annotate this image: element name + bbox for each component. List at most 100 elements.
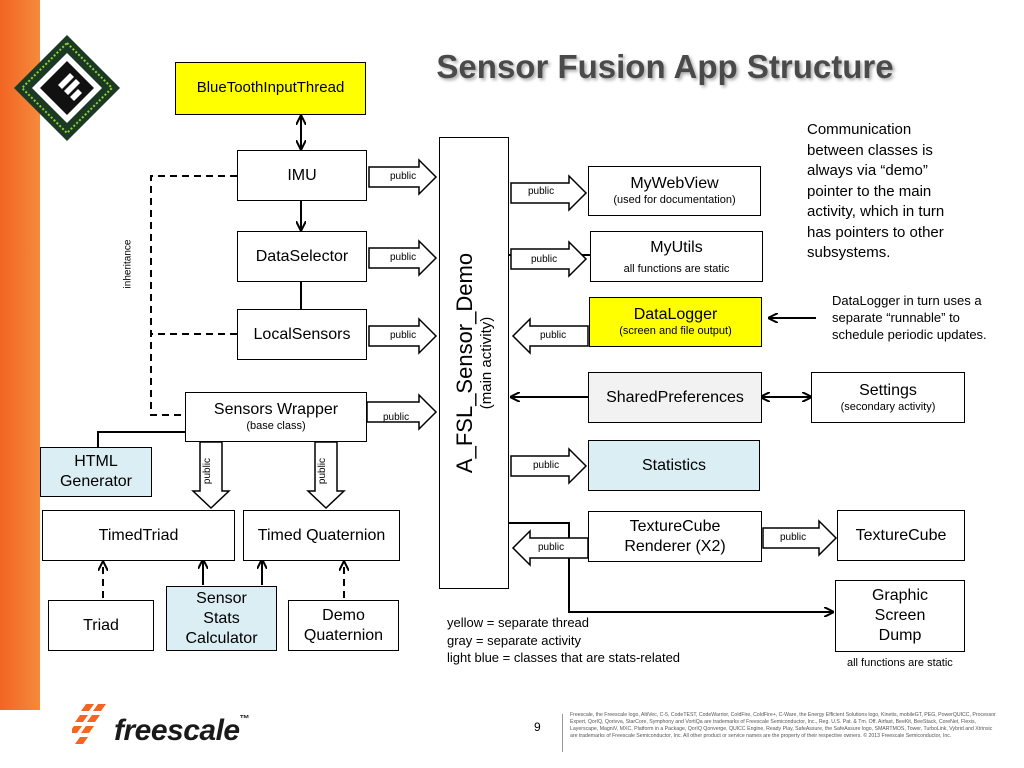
htmlgen-wrapper-line bbox=[97, 431, 186, 447]
brand-text: freescale bbox=[114, 714, 240, 747]
html-generator-line1: HTML bbox=[74, 453, 118, 470]
sensors-wrapper-sub: (base class) bbox=[246, 420, 306, 433]
myutils-public-arrow bbox=[510, 240, 588, 278]
public-label-wrapper: public bbox=[383, 412, 410, 423]
graphic-dump-static-note: all functions are static bbox=[847, 657, 953, 669]
dl-line: DataLogger in turn uses a bbox=[832, 293, 982, 308]
mywebview-box: MyWebView (used for documentation) bbox=[588, 166, 761, 216]
html-generator-box: HTML Generator bbox=[40, 447, 152, 497]
page-number: 9 bbox=[534, 720, 541, 734]
statistics-public-arrow bbox=[510, 447, 588, 485]
myutils-box: MyUtils all functions are static bbox=[590, 231, 763, 282]
freescale-dots-logo bbox=[72, 704, 106, 744]
comm-line: subsystems. bbox=[807, 244, 891, 261]
public-label-timedquat: public bbox=[317, 457, 329, 485]
public-label-myutils: public bbox=[531, 254, 558, 265]
sharedpreferences-label: SharedPreferences bbox=[606, 388, 744, 406]
public-label-imu: public bbox=[390, 171, 417, 182]
comm-line: activity, which in turn bbox=[807, 203, 945, 220]
dl-line: separate “runnable” to bbox=[832, 310, 960, 325]
graphic-dump-line1: Graphic bbox=[871, 587, 929, 604]
freescale-chip-logo bbox=[14, 35, 120, 141]
demo-quaternion-box: Demo Quaternion bbox=[288, 600, 399, 651]
orange-side-band bbox=[0, 0, 40, 710]
communication-note: Communication between classes is always … bbox=[807, 120, 944, 264]
sharedpreferences-box: SharedPreferences bbox=[588, 372, 762, 423]
dataselector-label: DataSelector bbox=[255, 247, 349, 265]
inheritance-imu bbox=[150, 175, 237, 416]
datalogger-box: DataLogger (screen and file output) bbox=[589, 297, 762, 347]
public-interface-arrows bbox=[191, 158, 838, 567]
localsensors-public-arrow bbox=[368, 317, 438, 355]
wrapper-public-arrow bbox=[366, 393, 438, 431]
renderer-line1: TextureCube bbox=[629, 517, 721, 535]
graphic-dump-line3: Dump bbox=[878, 627, 922, 644]
myutils-label: MyUtils bbox=[650, 239, 703, 256]
sensors-wrapper-box: Sensors Wrapper (base class) bbox=[185, 392, 367, 442]
timed-quaternion-label: Timed Quaternion bbox=[257, 526, 386, 544]
legend-yellow: yellow = separate thread bbox=[447, 615, 590, 630]
slide-title: Sensor Fusion App Structure bbox=[436, 48, 894, 85]
timedtriad-box: TimedTriad bbox=[42, 510, 235, 561]
bluetooth-input-thread-box: BlueToothInputThread bbox=[175, 62, 366, 115]
legal-text: Freescale, the Freescale logo, AltiVec, … bbox=[570, 712, 996, 739]
graphic-dump-line2: Screen bbox=[874, 607, 926, 624]
settings-sub: (secondary activity) bbox=[840, 400, 936, 413]
legend-gray: gray = separate activity bbox=[447, 632, 582, 648]
datalogger-note: DataLogger in turn uses a separate “runn… bbox=[832, 292, 987, 343]
timedtriad-public-arrow bbox=[191, 441, 231, 510]
settings-label: Settings bbox=[859, 381, 917, 399]
sensor-stats-calculator-box: Sensor Stats Calculator bbox=[166, 586, 277, 651]
main-activity-box: A_FSL_Sensor_Demo (main activity) bbox=[439, 137, 509, 589]
public-label-timedtriad: public bbox=[202, 457, 214, 485]
imu-label: IMU bbox=[287, 166, 317, 184]
demo-quaternion-line1: Demo bbox=[322, 606, 365, 624]
settings-box: Settings (secondary activity) bbox=[811, 372, 965, 423]
demo-quaternion-line2: Quaternion bbox=[303, 626, 384, 644]
renderer-public-arrow bbox=[511, 529, 589, 567]
localsensors-box: LocalSensors bbox=[237, 309, 367, 360]
main-dump-arrow bbox=[509, 522, 832, 612]
texturecube-public-arrow bbox=[762, 519, 838, 557]
mywebview-label: MyWebView bbox=[630, 175, 719, 193]
triad-box: Triad bbox=[48, 600, 154, 651]
myutils-sub: all functions are static bbox=[623, 263, 730, 275]
timedquat-public-arrow bbox=[306, 441, 346, 510]
texturecube-renderer-box: TextureCube Renderer (X2) bbox=[588, 511, 762, 562]
sensor-stats-line3: Calculator bbox=[185, 629, 258, 647]
public-label-statistics: public bbox=[533, 460, 560, 471]
freescale-wordmark: freescale™ bbox=[114, 714, 250, 748]
main-activity-sub: (main activity) bbox=[478, 316, 495, 410]
trademark-symbol: ™ bbox=[239, 714, 250, 725]
comm-line: Communication bbox=[807, 121, 912, 138]
inheritance-label: inheritance bbox=[122, 239, 134, 289]
comm-line: pointer to the main bbox=[807, 182, 932, 200]
public-label-localsensors: public bbox=[390, 330, 417, 341]
graphic-screen-dump-box: Graphic Screen Dump bbox=[835, 580, 965, 652]
imu-box: IMU bbox=[237, 150, 367, 201]
timedtriad-label: TimedTriad bbox=[98, 526, 179, 544]
triad-label: Triad bbox=[83, 616, 119, 634]
statistics-box: Statistics bbox=[588, 440, 760, 491]
public-label-texturecube: public bbox=[780, 532, 807, 543]
bluetooth-label: BlueToothInputThread bbox=[196, 79, 345, 97]
public-label-datalogger: public bbox=[540, 330, 567, 341]
statistics-label: Statistics bbox=[641, 456, 706, 474]
color-legend: yellow = separate thread gray = separate… bbox=[447, 614, 680, 667]
main-activity-name: A_FSL_Sensor_Demo bbox=[452, 252, 477, 474]
dataselector-box: DataSelector bbox=[237, 231, 367, 282]
public-label-dataselector: public bbox=[390, 252, 417, 263]
mywebview-sub: (used for documentation) bbox=[613, 194, 736, 207]
texturecube-label: TextureCube bbox=[855, 526, 947, 544]
datalogger-public-arrow bbox=[511, 317, 589, 355]
comm-line: between classes is bbox=[807, 141, 933, 159]
legend-lightblue: light blue = classes that are stats-rela… bbox=[447, 650, 681, 665]
dl-line: schedule periodic updates. bbox=[832, 327, 987, 342]
renderer-line2: Renderer (X2) bbox=[624, 537, 726, 555]
public-label-mywebview: public bbox=[528, 186, 555, 197]
mywebview-public-arrow bbox=[510, 174, 588, 212]
comm-line: always via “demo” bbox=[807, 162, 928, 179]
localsensors-label: LocalSensors bbox=[253, 325, 351, 343]
texturecube-box: TextureCube bbox=[837, 510, 965, 561]
